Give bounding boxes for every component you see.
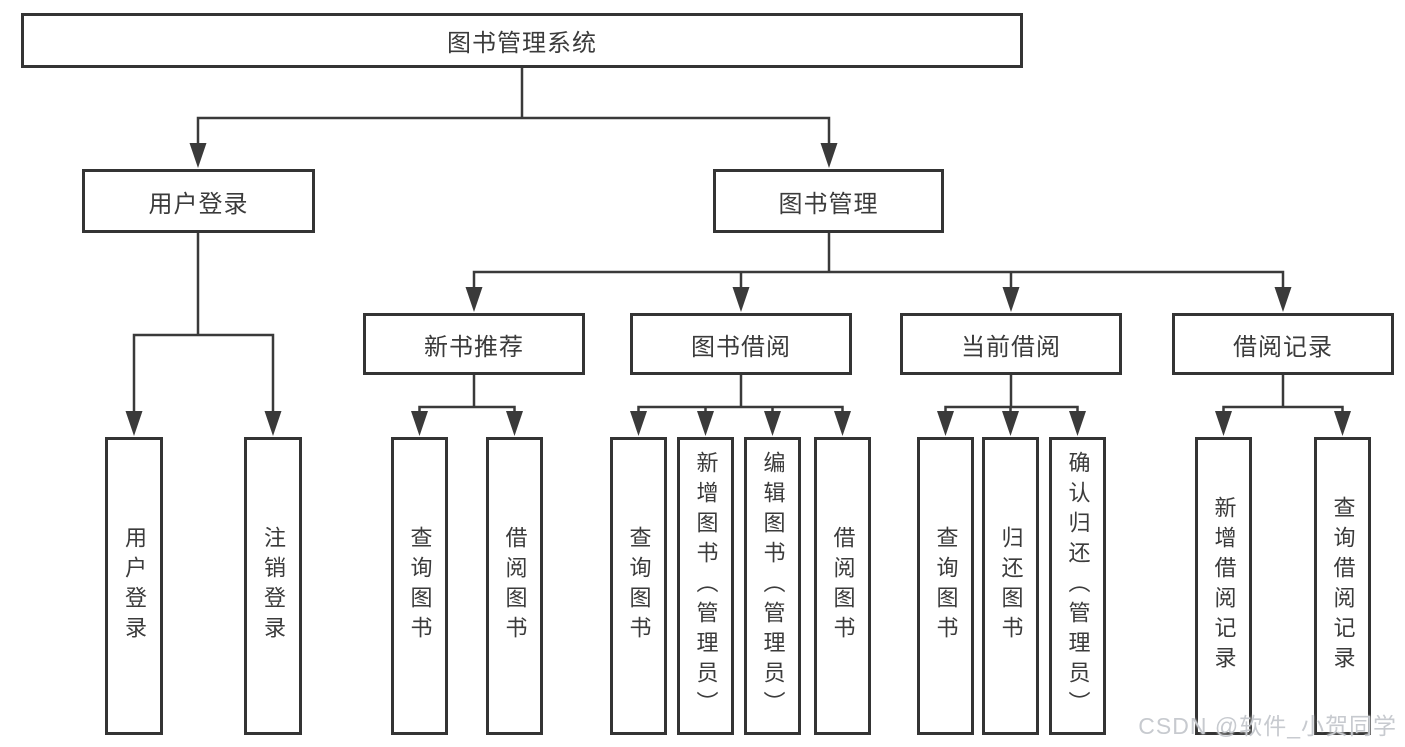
leaf-label: 借阅图书 bbox=[830, 526, 856, 646]
leaf-return-book: 归还图书 bbox=[982, 437, 1039, 735]
node-borrow-records: 借阅记录 bbox=[1172, 313, 1394, 375]
node-current-borrow: 当前借阅 bbox=[900, 313, 1122, 375]
node-new-book-recommend: 新书推荐 bbox=[363, 313, 585, 375]
leaf-label: 查询图书 bbox=[407, 526, 433, 646]
leaf-add-borrow-record: 新增借阅记录 bbox=[1195, 437, 1252, 735]
leaf-label: 新增借阅记录 bbox=[1211, 496, 1237, 676]
leaf-label: 查询图书 bbox=[933, 526, 959, 646]
node-user-login: 用户登录 bbox=[82, 169, 315, 233]
leaf-label: 用户登录 bbox=[122, 526, 147, 646]
leaf-query-books-recommend: 查询图书 bbox=[391, 437, 448, 735]
leaf-query-books-current: 查询图书 bbox=[917, 437, 974, 735]
leaf-label: 确认归还（管理员） bbox=[1065, 451, 1091, 721]
leaf-query-books-borrow: 查询图书 bbox=[610, 437, 667, 735]
leaf-edit-book-admin: 编辑图书（管理员） bbox=[744, 437, 801, 735]
leaf-label: 查询借阅记录 bbox=[1330, 496, 1356, 676]
node-book-management: 图书管理 bbox=[713, 169, 944, 233]
node-library-system: 图书管理系统 bbox=[21, 13, 1023, 68]
leaf-logout-login: 注销登录 bbox=[244, 437, 302, 735]
leaf-query-borrow-record: 查询借阅记录 bbox=[1314, 437, 1371, 735]
leaf-user-login: 用户登录 bbox=[105, 437, 163, 735]
leaf-label: 归还图书 bbox=[998, 526, 1024, 646]
csdn-watermark: CSDN @软件_小贺同学 bbox=[1138, 713, 1397, 739]
leaf-label: 借阅图书 bbox=[502, 526, 528, 646]
arrowheads bbox=[125, 143, 1351, 436]
leaf-borrow-books-2: 借阅图书 bbox=[814, 437, 871, 735]
leaf-label: 新增图书（管理员） bbox=[693, 451, 719, 721]
leaf-label: 编辑图书（管理员） bbox=[760, 451, 786, 721]
leaf-borrow-books-recommend: 借阅图书 bbox=[486, 437, 543, 735]
leaf-confirm-return-admin: 确认归还（管理员） bbox=[1049, 437, 1106, 735]
leaf-label: 注销登录 bbox=[261, 526, 286, 646]
leaf-label: 查询图书 bbox=[626, 526, 652, 646]
node-book-borrow: 图书借阅 bbox=[630, 313, 852, 375]
leaf-add-book-admin: 新增图书（管理员） bbox=[677, 437, 734, 735]
